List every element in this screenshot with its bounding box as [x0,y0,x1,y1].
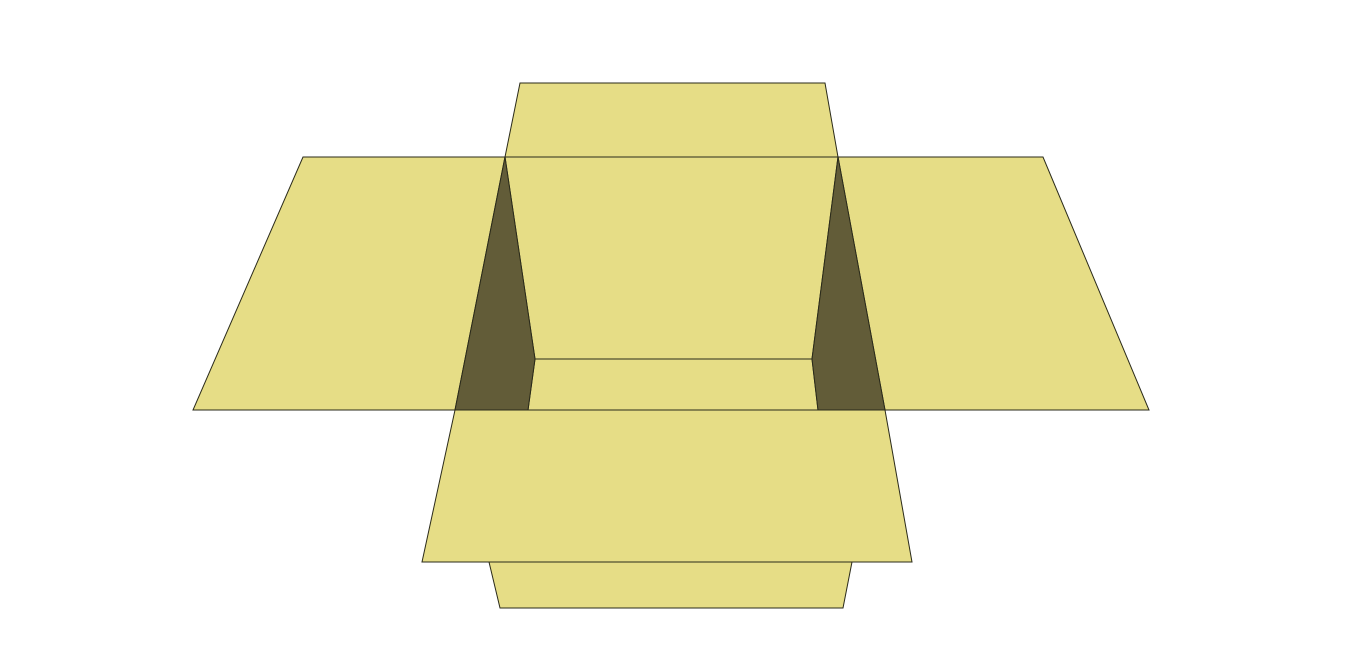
back-inner-wall [504,156,839,360]
front-box-wall [488,561,853,609]
left-flap [192,156,506,411]
front-flap [421,409,913,563]
back-flap [504,82,839,158]
right-flap [837,156,1150,411]
inner-bottom [527,358,819,411]
